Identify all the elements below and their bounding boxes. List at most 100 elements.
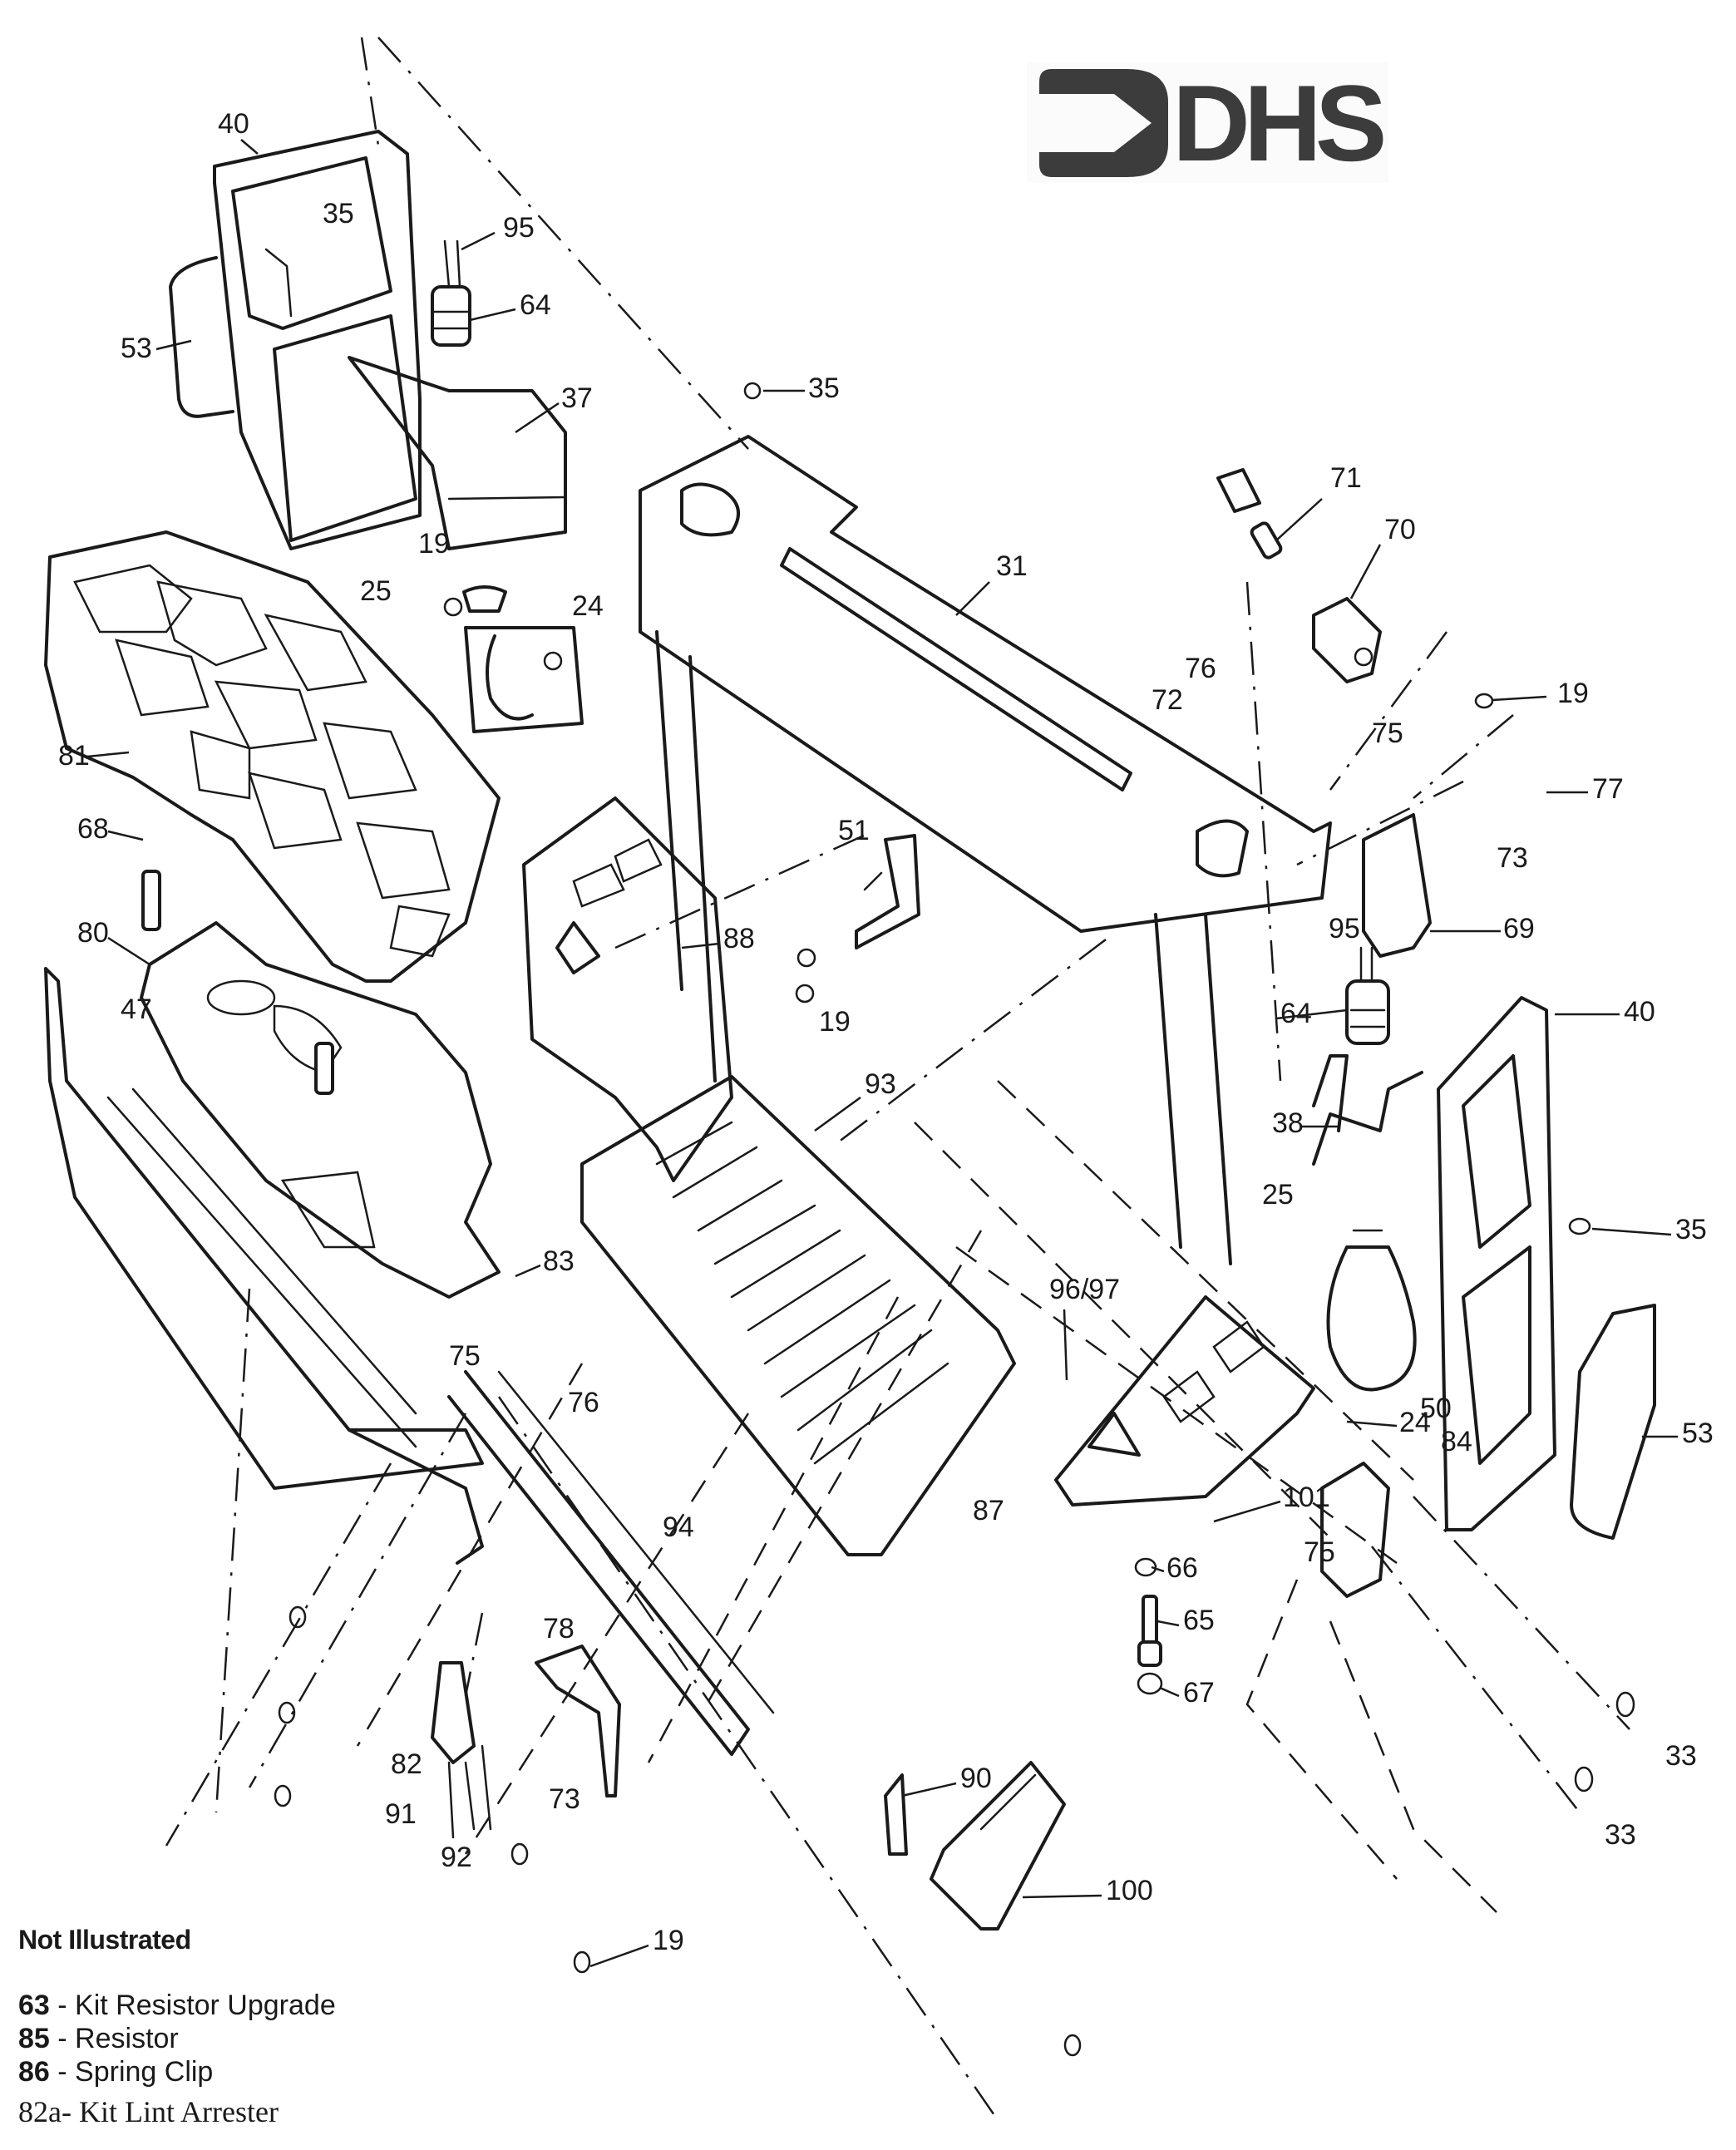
callout-label-76a: 76 bbox=[1185, 653, 1216, 684]
callout-label-95b: 95 bbox=[1329, 913, 1360, 944]
part-68-pin bbox=[141, 870, 161, 931]
note-separator: - bbox=[61, 2095, 79, 2128]
screws bbox=[274, 382, 1635, 2057]
callout-label-90: 90 bbox=[960, 1763, 992, 1794]
callout-label-19c: 19 bbox=[819, 1006, 851, 1038]
part-53-left-gasket bbox=[169, 256, 234, 418]
note-name: Kit Lint Arrester bbox=[78, 2095, 279, 2128]
note-separator: - bbox=[49, 2023, 76, 2054]
part-78-bracket bbox=[535, 1645, 621, 1797]
callout-label-47: 47 bbox=[121, 994, 152, 1025]
callout-label-51: 51 bbox=[838, 815, 870, 846]
callout-label-35c: 35 bbox=[1675, 1214, 1707, 1245]
note-item: 85 - Resistor bbox=[18, 2022, 336, 2055]
callout-label-75c: 75 bbox=[1304, 1536, 1335, 1568]
callout-label-25a: 25 bbox=[360, 575, 392, 607]
part-51-bracket bbox=[855, 834, 920, 949]
callout-label-87: 87 bbox=[973, 1495, 1004, 1526]
callout-label-40b: 40 bbox=[1624, 996, 1655, 1028]
callout-label-75b: 75 bbox=[449, 1340, 481, 1372]
note-number: 63 bbox=[18, 1990, 50, 2021]
callout-label-24a: 24 bbox=[572, 590, 604, 622]
callout-label-50: 50 bbox=[1420, 1393, 1452, 1424]
callout-label-25b: 25 bbox=[1262, 1179, 1294, 1211]
callout-label-100: 100 bbox=[1106, 1875, 1153, 1906]
part-90-bracket bbox=[884, 1773, 908, 1856]
leader-lines bbox=[86, 139, 1678, 1968]
callout-label-81: 81 bbox=[58, 740, 90, 772]
callout-label-96_97: 96/97 bbox=[1049, 1274, 1120, 1305]
callout-label-101: 101 bbox=[1283, 1482, 1330, 1513]
note-name: Spring Clip bbox=[75, 2056, 214, 2088]
note-item: 63 - Kit Resistor Upgrade bbox=[18, 1989, 336, 2022]
callout-label-53b: 53 bbox=[1682, 1418, 1714, 1449]
part-24-right-control-plate bbox=[1054, 1295, 1315, 1506]
callout-label-40: 40 bbox=[218, 108, 249, 140]
callout-label-76b: 76 bbox=[568, 1387, 599, 1418]
callout-label-93: 93 bbox=[865, 1068, 896, 1100]
part-69-bracket bbox=[1362, 813, 1432, 958]
callout-label-35a: 35 bbox=[323, 198, 354, 229]
assembly-guide-lines bbox=[165, 37, 1630, 2121]
part-38-bracket bbox=[1312, 1054, 1423, 1166]
callout-label-75a: 75 bbox=[1372, 717, 1403, 749]
callout-label-31: 31 bbox=[996, 550, 1028, 582]
note-number: 85 bbox=[18, 2023, 50, 2054]
part-40-right-door-frame bbox=[1437, 996, 1556, 1531]
part-53-right-gasket bbox=[1570, 1304, 1656, 1540]
note-separator: - bbox=[49, 1990, 76, 2021]
callout-label-72: 72 bbox=[1152, 684, 1183, 716]
part-40-left-door-frame bbox=[213, 130, 422, 550]
callout-label-83: 83 bbox=[543, 1245, 575, 1277]
part-81-log-set bbox=[44, 530, 501, 983]
callout-label-38: 38 bbox=[1272, 1107, 1304, 1139]
callout-label-78: 78 bbox=[543, 1613, 575, 1645]
callout-label-94: 94 bbox=[663, 1511, 694, 1543]
not-illustrated-notes: Not Illustrated 63 - Kit Resistor Upgrad… bbox=[18, 1925, 336, 2128]
part-100-cover bbox=[930, 1761, 1066, 1931]
note-name: Resistor bbox=[75, 2023, 179, 2054]
callout-label-73b: 73 bbox=[549, 1783, 580, 1815]
note-number: 86 bbox=[18, 2056, 50, 2088]
callout-label-66: 66 bbox=[1166, 1552, 1198, 1584]
part-31-main-chassis bbox=[639, 435, 1332, 1265]
part-94-rail bbox=[447, 1370, 775, 1756]
part-70-valve bbox=[1312, 597, 1382, 683]
callout-label-68: 68 bbox=[77, 813, 109, 845]
callout-label-70: 70 bbox=[1384, 514, 1416, 545]
note-name: Kit Resistor Upgrade bbox=[75, 1990, 336, 2021]
callout-label-33a: 33 bbox=[1665, 1740, 1697, 1772]
callout-label-33b: 33 bbox=[1605, 1819, 1636, 1851]
part-64-left-plug bbox=[431, 239, 471, 347]
callout-label-24b: 24 bbox=[1399, 1407, 1431, 1438]
callout-label-80: 80 bbox=[77, 917, 109, 949]
callout-label-82: 82 bbox=[391, 1748, 422, 1780]
callout-label-95a: 95 bbox=[503, 212, 535, 244]
callout-label-88: 88 bbox=[723, 923, 755, 954]
part-37-heat-shield bbox=[348, 356, 567, 550]
logo-text: DHS bbox=[1172, 62, 1387, 184]
part-65-bolt bbox=[1134, 1557, 1163, 1695]
part-88-control-bracket bbox=[522, 796, 733, 1182]
part-24-left-lamp-assembly bbox=[462, 585, 584, 733]
callout-label-67: 67 bbox=[1183, 1677, 1215, 1709]
note-separator: - bbox=[49, 2056, 76, 2088]
callout-label-64b: 64 bbox=[1280, 998, 1312, 1029]
note-number: 82a bbox=[18, 2095, 62, 2128]
part-64-right-plug bbox=[1345, 946, 1390, 1045]
callout-label-19d: 19 bbox=[653, 1925, 684, 1956]
callout-label-92: 92 bbox=[441, 1842, 472, 1873]
callout-label-65: 65 bbox=[1183, 1605, 1215, 1636]
part-84-switch bbox=[1320, 1462, 1390, 1598]
callout-label-19b: 19 bbox=[1557, 678, 1589, 709]
callout-label-73: 73 bbox=[1497, 842, 1528, 874]
note-item: 86 - Spring Clip bbox=[18, 2055, 336, 2088]
part-50-light-bulb bbox=[1326, 1229, 1417, 1392]
callout-label-71: 71 bbox=[1330, 462, 1362, 494]
callout-label-91: 91 bbox=[385, 1798, 417, 1830]
notes-title: Not Illustrated bbox=[18, 1925, 191, 1955]
part-82-electrode-assembly bbox=[431, 1661, 492, 1839]
part-80-burner-plate bbox=[140, 921, 501, 1299]
